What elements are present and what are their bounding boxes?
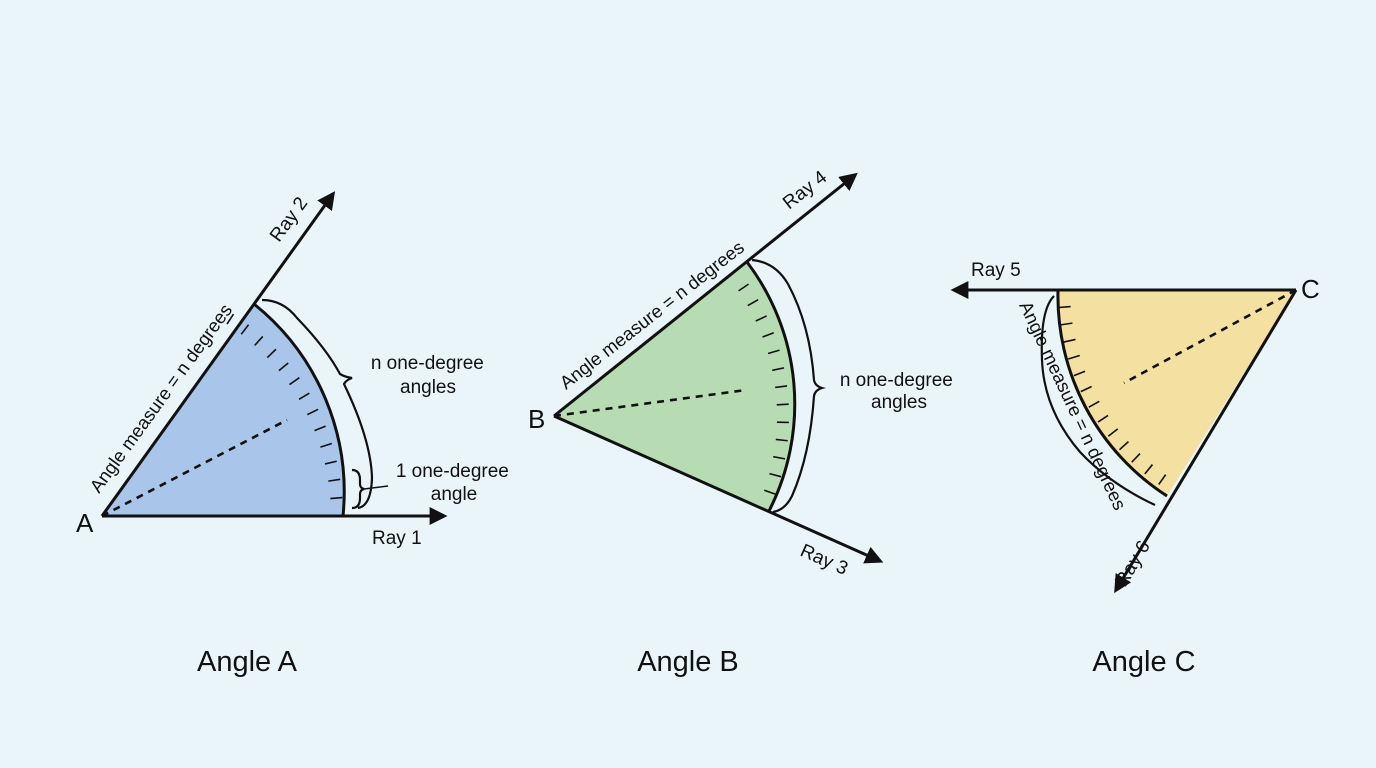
angle-a-small-brace bbox=[351, 468, 365, 510]
angle-a-brace-label: n one-degree angles bbox=[371, 353, 489, 398]
angle-a-figure: A Ray 1 Ray 2 Angle measure = n degrees … bbox=[76, 191, 514, 678]
angle-a-vertex-label: A bbox=[76, 508, 94, 538]
angle-a-ray-2-label: Ray 2 bbox=[266, 193, 312, 246]
angle-c-degree-ticks bbox=[1058, 305, 1167, 485]
angle-a-degree-tick bbox=[289, 377, 300, 386]
angle-a-degree-tick bbox=[278, 362, 289, 372]
angle-c-degree-tick bbox=[1144, 464, 1154, 475]
angle-b-brace-label: n one-degree angles bbox=[840, 370, 958, 413]
angle-c-degree-tick bbox=[1118, 441, 1129, 451]
angle-c-degree-tick bbox=[1058, 305, 1071, 309]
angle-c-degree-tick bbox=[1063, 338, 1076, 343]
angle-a-degree-tick bbox=[254, 335, 264, 346]
angle-a-arc bbox=[253, 302, 346, 517]
angle-a-degree-tick bbox=[328, 478, 341, 482]
angle-a-brace bbox=[261, 298, 374, 510]
angle-b-degree-tick bbox=[767, 349, 780, 355]
angle-c-ray-5-label: Ray 5 bbox=[971, 260, 1021, 281]
angle-c-degree-tick bbox=[1097, 414, 1109, 423]
angle-c-degree-tick bbox=[1107, 428, 1119, 437]
angle-b-degree-tick bbox=[762, 332, 775, 338]
angle-a-bisector bbox=[101, 418, 288, 518]
angle-c-arc bbox=[1056, 289, 1168, 498]
angle-a-degree-tick bbox=[240, 324, 250, 335]
angle-c-degree-tick bbox=[1060, 322, 1073, 326]
angle-b-brace-label-line-1: n one-degree bbox=[840, 370, 953, 391]
angle-a-degree-tick bbox=[330, 496, 343, 500]
angle-c-bisector bbox=[1123, 288, 1297, 385]
angle-b-figure: B Ray 3 Ray 4 Angle measure = n degrees … bbox=[528, 167, 958, 678]
angle-c-figure: C Ray 5 Ray 6 Angle measure = n degrees … bbox=[950, 260, 1320, 678]
angle-b-degree-tick bbox=[755, 315, 767, 322]
angle-c-degree-tick bbox=[1073, 370, 1086, 377]
angle-a-small-brace-leader bbox=[363, 485, 389, 490]
angle-b-ray-3 bbox=[553, 414, 884, 564]
angle-b-degree-ticks bbox=[738, 283, 789, 495]
angle-b-arc bbox=[745, 261, 797, 512]
angle-a-degree-tick bbox=[306, 408, 319, 416]
angle-b-ray-4-label: Ray 4 bbox=[779, 167, 831, 214]
angle-a-brace-label-line-2: angles bbox=[400, 377, 456, 398]
angle-c-sector bbox=[1057, 290, 1296, 496]
angle-a-degree-tick bbox=[320, 442, 333, 448]
angle-c-ray-6 bbox=[1114, 289, 1298, 594]
angle-b-vertex-label: B bbox=[528, 404, 545, 434]
angle-b-caption: Angle B bbox=[637, 646, 739, 678]
angle-c-caption: Angle C bbox=[1092, 646, 1195, 678]
angle-c-degree-tick bbox=[1067, 354, 1080, 360]
angle-b-degree-tick bbox=[773, 455, 786, 460]
angle-c-vertex-label: C bbox=[1301, 274, 1320, 304]
angle-a-degree-tick bbox=[266, 348, 277, 359]
angle-a-small-brace-label: 1 one-degree angle bbox=[396, 461, 514, 505]
angle-b-ray-3-label: Ray 3 bbox=[797, 540, 851, 579]
angle-b-degree-tick bbox=[772, 367, 785, 372]
angle-a-degree-tick bbox=[226, 313, 235, 325]
angle-a-ray-2 bbox=[100, 191, 336, 517]
angle-a-degree-tick bbox=[324, 460, 337, 465]
angle-c-degree-tick bbox=[1131, 452, 1141, 463]
angle-b-degree-tick bbox=[775, 385, 788, 389]
angle-b-sector bbox=[554, 262, 795, 511]
angle-a-degree-ticks bbox=[226, 313, 343, 500]
angle-c-degree-tick bbox=[1088, 400, 1100, 408]
angle-c-degree-tick bbox=[1158, 474, 1167, 485]
angle-a-degree-tick bbox=[298, 392, 310, 400]
angle-a-caption: Angle A bbox=[197, 646, 298, 678]
angle-b-degree-tick bbox=[775, 438, 788, 442]
angle-b-bisector bbox=[553, 388, 747, 418]
angle-a-degree-tick bbox=[314, 425, 326, 432]
angle-b-ray-4 bbox=[553, 172, 858, 418]
angle-c-brace bbox=[1040, 295, 1156, 506]
angle-a-small-brace-label-line-2: angle bbox=[431, 484, 478, 505]
angle-b-degree-tick bbox=[764, 489, 776, 495]
angle-a-sector bbox=[102, 304, 345, 516]
angle-b-degree-tick bbox=[747, 298, 759, 307]
angle-c-ray-6-label: Ray 6 bbox=[1111, 537, 1155, 590]
angle-a-ray-1-label: Ray 1 bbox=[372, 528, 422, 549]
angle-b-degree-tick bbox=[738, 283, 749, 292]
angle-a-small-brace-label-line-1: 1 one-degree bbox=[396, 461, 509, 482]
angle-c-degree-tick bbox=[1080, 385, 1092, 393]
angle-b-brace bbox=[751, 258, 826, 514]
angle-a-brace-label-line-1: n one-degree bbox=[371, 353, 484, 374]
angle-b-degree-tick bbox=[769, 472, 782, 478]
angle-b-brace-label-line-2: angles bbox=[871, 392, 927, 413]
angle-b-degree-tick bbox=[776, 403, 789, 406]
